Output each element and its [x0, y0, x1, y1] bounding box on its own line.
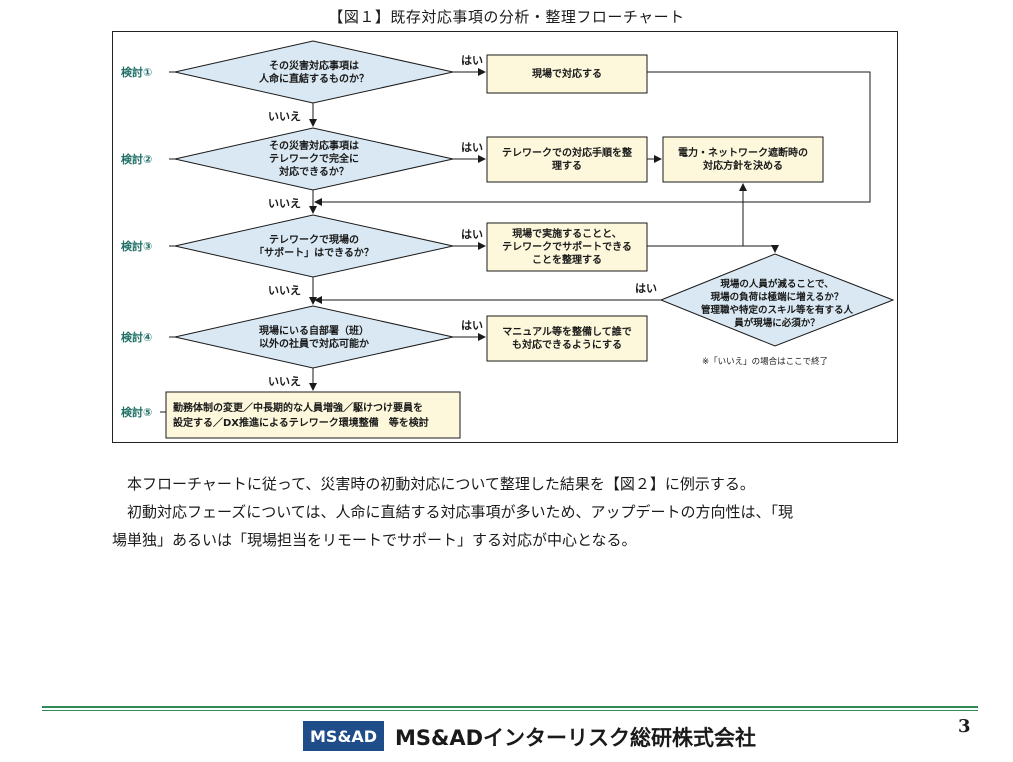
- figure-title: 【図１】既存対応事項の分析・整理フローチャート: [328, 8, 685, 26]
- no-label-1: いいえ: [268, 110, 301, 123]
- no-label-4: いいえ: [268, 375, 301, 388]
- footer-divider: [42, 706, 978, 708]
- action-box-3: [486, 222, 648, 272]
- company-name: MS&ADインターリスク総研株式会社: [395, 726, 757, 750]
- flowchart-frame: 検討① 検討② 検討③ 検討④ 検討⑤: [112, 31, 898, 443]
- page-number: 3: [958, 716, 971, 737]
- decision-diamond-4: [174, 305, 454, 369]
- step-label-5: 検討⑤: [121, 405, 152, 419]
- step-label-2: 検討②: [121, 152, 152, 166]
- decision-text-2: その災害対応事項はテレワークで完全に対応できるか？: [269, 139, 359, 178]
- action-box-2b: [662, 136, 824, 183]
- yes-label-3: はい: [461, 228, 483, 241]
- no-label-2: いいえ: [268, 197, 301, 210]
- decision-text-1: その災害対応事項は人命に直結するものか？: [259, 59, 369, 85]
- logo-text: MS&AD: [310, 726, 378, 746]
- action-text-2b: 電力・ネットワーク遮断時の対応方針を決める: [678, 146, 808, 172]
- action-text-4: マニュアル等を整備して誰でも対応できるようにする: [502, 325, 631, 351]
- body-paragraph-line-3: 場単独」あるいは「現場担当をリモートでサポート」する対応が中心となる。: [112, 531, 637, 549]
- yes-label-2: はい: [461, 141, 483, 154]
- end-note: ※「いいえ」の場合はここで終了: [702, 356, 828, 367]
- company-logo: MS&AD: [303, 721, 385, 751]
- decision-diamond-5: [659, 253, 895, 347]
- footer-divider-thin: [42, 710, 978, 711]
- yes-label-1: はい: [461, 54, 483, 67]
- flowchart-diagram: 検討① 検討② 検討③ 検討④ 検討⑤: [121, 40, 895, 439]
- step-label-3: 検討③: [121, 239, 152, 253]
- action-box-2: [486, 136, 648, 183]
- action-text-5: 勤務体制の変更／中長期的な人員増強／駆けつけ要員を設定する／DX推進によるテレワ…: [173, 401, 429, 429]
- step-label-1: 検討①: [121, 65, 152, 79]
- body-paragraph-line-1: 本フローチャートに従って、災害時の初動対応について整理した結果を【図２】に例示す…: [127, 475, 755, 493]
- decision-diamond-3: [174, 214, 454, 278]
- action-text-3: 現場で実施することと、テレワークでサポートできることを整理する: [502, 227, 632, 266]
- action-text-2: テレワークでの対応手順を整理する: [502, 146, 632, 172]
- step-label-4: 検討④: [121, 330, 152, 344]
- action-box-1: [486, 54, 648, 94]
- decision-text-5: 現場の人員が減ることで、現場の負荷は極端に増えるか？管理職や特定のスキル等を有す…: [701, 278, 854, 329]
- body-paragraph-line-2: 初動対応フェーズについては、人命に直結する対応事項が多いため、アップデートの方向…: [127, 503, 794, 521]
- decision-diamond-1: [174, 40, 454, 104]
- action-text-1: 現場で対応する: [532, 67, 602, 80]
- decision-text-3: テレワークで現場の「サポート」はできるか？: [254, 233, 374, 259]
- yes-label-4: はい: [461, 319, 483, 332]
- action-box-5: [165, 391, 461, 439]
- no-label-3: いいえ: [268, 284, 301, 297]
- decision-text-4: 現場にいる自部署（班）以外の社員で対応可能か: [259, 324, 369, 350]
- yes-label-5: はい: [635, 282, 657, 295]
- action-box-4: [486, 315, 648, 362]
